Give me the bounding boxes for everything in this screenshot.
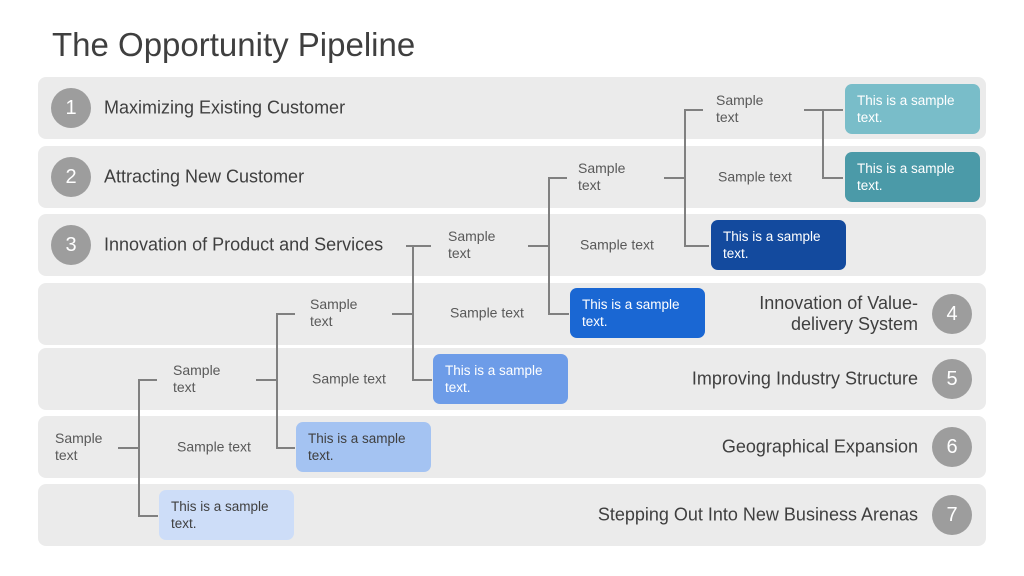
callout-text: This is a sample text. (445, 363, 543, 395)
connector-label: Sample text (718, 168, 792, 185)
step-number-badge: 6 (932, 427, 972, 467)
callout-box-2: This is a sample text. (845, 152, 980, 202)
step-number-badge: 1 (51, 88, 91, 128)
connector-hline (392, 313, 413, 315)
callout-text: This is a sample text. (723, 229, 821, 261)
step-number-badge: 4 (932, 294, 972, 334)
pipeline-row-4: 4 Innovation of Value-delivery System (38, 283, 986, 345)
connector-hline (548, 313, 569, 315)
step-number-badge: 2 (51, 157, 91, 197)
row-title: Geographical Expansion (721, 436, 918, 457)
callout-box-4: This is a sample text. (570, 288, 705, 338)
connector-label: Sample text (310, 296, 358, 329)
connector-hline (804, 109, 823, 111)
connector-hline (276, 447, 295, 449)
callout-box-3: This is a sample text. (711, 220, 846, 270)
connector-hline (412, 379, 432, 381)
row-title: Attracting New Customer (104, 166, 305, 187)
connector-label: Sample text (312, 370, 386, 387)
connector-hline (138, 379, 157, 381)
callout-text: This is a sample text. (308, 431, 406, 463)
row-title: Improving Industry Structure (691, 368, 918, 389)
callout-text: This is a sample text. (857, 93, 955, 125)
callout-box-6: This is a sample text. (296, 422, 431, 472)
connector-hline (118, 447, 139, 449)
row-title: Stepping Out Into New Business Arenas (597, 504, 918, 525)
pipeline-row-6: 6 Geographical Expansion (38, 416, 986, 478)
connector-hline (528, 245, 549, 247)
connector-label: Sample text (580, 236, 654, 253)
callout-box-1: This is a sample text. (845, 84, 980, 134)
connector-hline (822, 109, 843, 111)
connector-hline (684, 245, 709, 247)
connector-vline-3 (412, 245, 414, 380)
row-title: Innovation of Value-delivery System (759, 293, 918, 334)
connector-hline (664, 177, 685, 179)
step-number-badge: 5 (932, 359, 972, 399)
connector-vline-6 (822, 109, 824, 178)
page-title: The Opportunity Pipeline (52, 26, 416, 63)
callout-text: This is a sample text. (582, 297, 680, 329)
callout-box-5: This is a sample text. (433, 354, 568, 404)
connector-hline (138, 515, 158, 517)
connector-label: Sample text (450, 304, 524, 321)
connector-hline (276, 313, 295, 315)
callout-text: This is a sample text. (171, 499, 269, 531)
step-number-badge: 7 (932, 495, 972, 535)
pipeline-row-1: 1 Maximizing Existing Customer (38, 77, 986, 139)
pipeline-row-2: 2 Attracting New Customer (38, 146, 986, 208)
connector-label: Sample text (55, 430, 103, 463)
connector-vline-2 (276, 313, 278, 448)
callout-box-7: This is a sample text. (159, 490, 294, 540)
connector-hline (256, 379, 277, 381)
connector-hline (406, 245, 431, 247)
connector-label: Sample text (448, 228, 496, 261)
row-title: Innovation of Product and Services (104, 234, 384, 255)
connector-hline (822, 177, 843, 179)
connector-label: Sample text (716, 92, 764, 125)
connector-label: Sample text (578, 160, 626, 193)
connector-hline (684, 109, 703, 111)
row-title: Maximizing Existing Customer (104, 97, 346, 118)
connector-label: Sample text (173, 362, 221, 395)
connector-hline (548, 177, 567, 179)
connector-label: Sample text (177, 438, 251, 455)
callout-text: This is a sample text. (857, 161, 955, 193)
step-number-badge: 3 (51, 225, 91, 265)
